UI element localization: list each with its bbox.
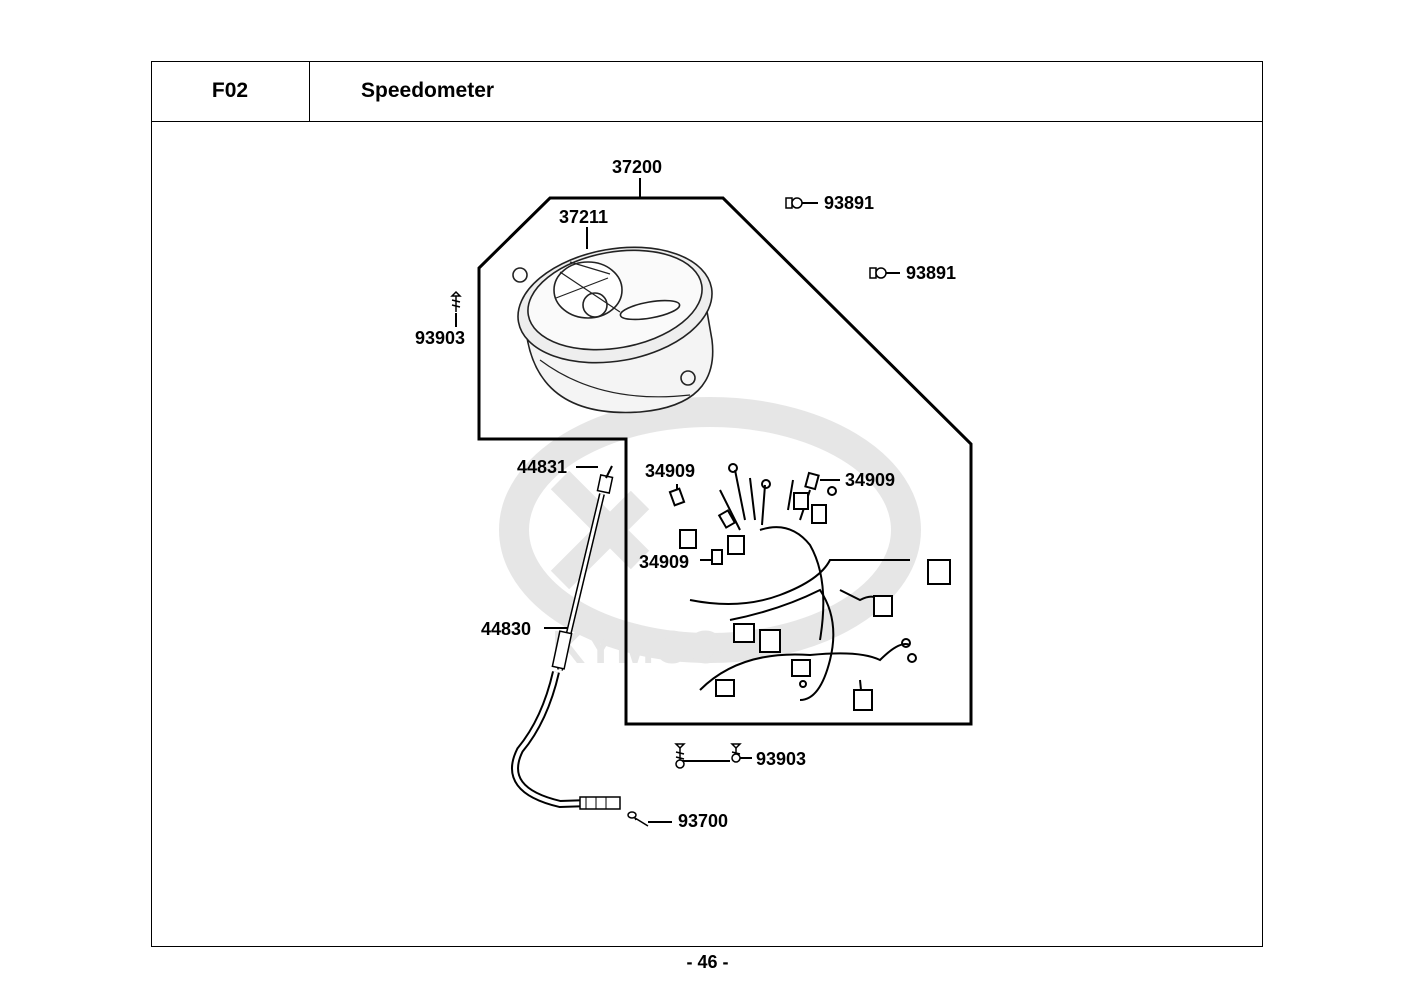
part-label-34909-a: 34909 xyxy=(645,461,695,481)
screw-93891-b xyxy=(869,267,887,279)
screw-93903-bottom xyxy=(674,743,742,769)
part-label-93903-top: 93903 xyxy=(415,328,465,348)
part-label-37200: 37200 xyxy=(612,157,662,177)
screw-93700 xyxy=(627,811,649,827)
section-code: F02 xyxy=(151,61,310,122)
screw-93891-a xyxy=(785,197,803,209)
wire-harness xyxy=(668,463,951,711)
part-label-93891-b: 93891 xyxy=(906,263,956,283)
part-label-34909-b: 34909 xyxy=(845,470,895,490)
diagram-frame xyxy=(151,61,1263,947)
speedometer-unit xyxy=(512,246,714,414)
assembly-outline xyxy=(477,196,973,726)
part-label-93891-a: 93891 xyxy=(824,193,874,213)
part-label-44830: 44830 xyxy=(481,619,531,639)
speedometer-cable xyxy=(511,465,621,810)
part-label-34909-c: 34909 xyxy=(639,552,689,572)
watermark-logo: KYMCO xyxy=(499,397,921,673)
part-label-93903-bottom: 93903 xyxy=(756,749,806,769)
part-label-44831: 44831 xyxy=(517,457,567,477)
watermark-text: KYMCO xyxy=(552,621,723,673)
page-number: - 46 - xyxy=(686,952,729,972)
part-label-37211: 37211 xyxy=(559,207,608,227)
screw-93903-top xyxy=(450,290,462,312)
section-title: Speedometer xyxy=(310,61,1263,122)
part-label-93700: 93700 xyxy=(678,811,728,831)
